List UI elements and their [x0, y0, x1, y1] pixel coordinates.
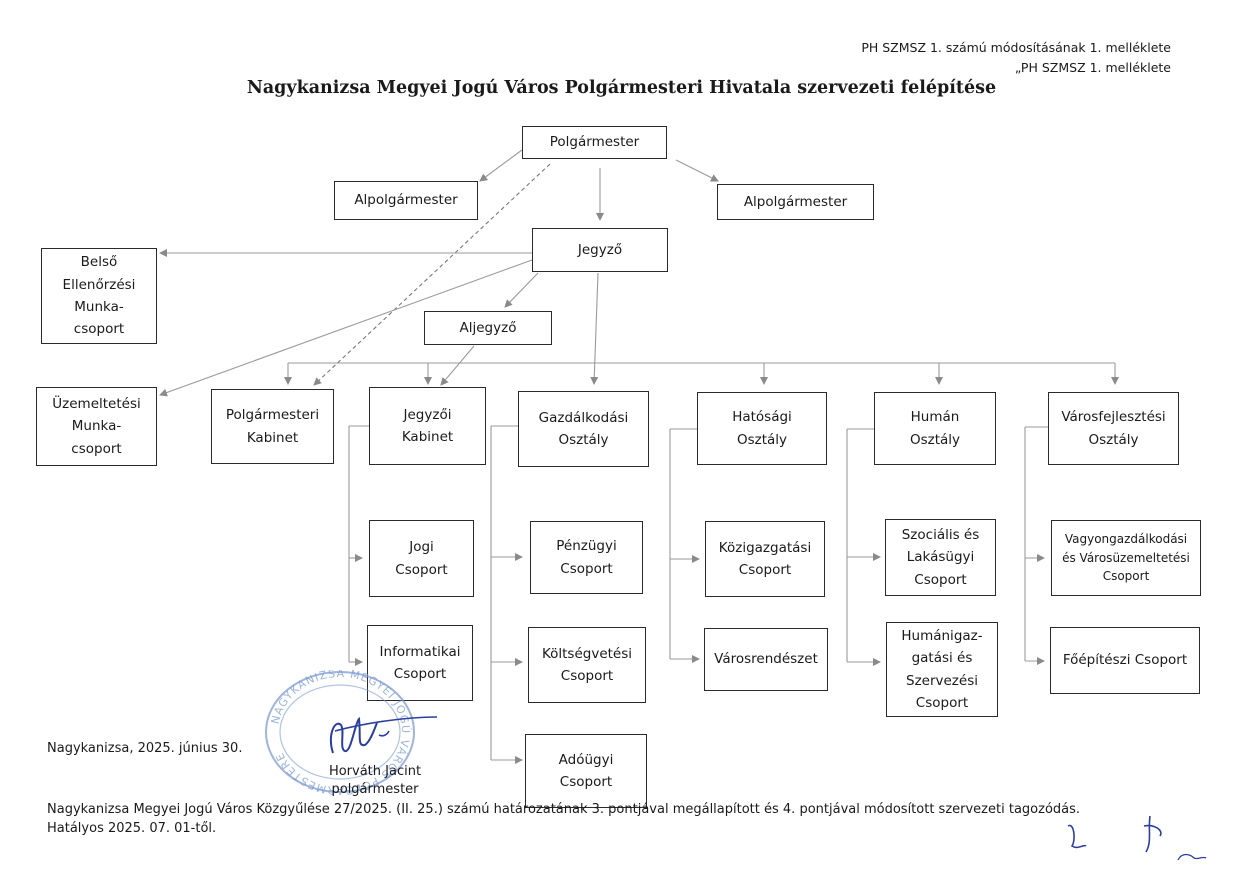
place-date: Nagykanizsa, 2025. június 30. — [47, 741, 243, 756]
box-szocialis-csoport: Szociális és Lakásügyi Csoport — [885, 519, 996, 596]
box-alpolgarmester-right: Alpolgármester — [717, 184, 874, 220]
annex-subreference: „PH SZMSZ 1. melléklete — [1014, 60, 1171, 75]
box-jogi-csoport: Jogi Csoport — [369, 520, 474, 597]
resolution-note: Nagykanizsa Megyei Jogú Város Közgyűlése… — [47, 802, 1081, 817]
box-alpolgarmester-left: Alpolgármester — [334, 181, 478, 220]
box-gazdalkodasi-osztaly: Gazdálkodási Osztály — [518, 391, 649, 467]
box-kozigazgatasi-csoport: Közigazgatási Csoport — [705, 521, 825, 597]
box-jegyzo: Jegyző — [532, 228, 668, 272]
effective-date: Hatályos 2025. 07. 01-től. — [47, 821, 217, 836]
initials-signature — [1067, 815, 1207, 861]
signer-block: Horváth Jacint polgármester — [310, 763, 440, 798]
box-adougyi-csoport: Adóügyi Csoport — [525, 734, 647, 808]
annex-reference: PH SZMSZ 1. számú módosításának 1. mellé… — [861, 40, 1171, 55]
box-koltsegvetesi-csoport: Költségvetési Csoport — [528, 627, 646, 703]
box-polgarmesteri-kabinet: Polgármesteri Kabinet — [211, 389, 334, 464]
signature — [329, 716, 438, 754]
box-varosrendeszet: Városrendészet — [704, 628, 828, 691]
box-jegyzoi-kabinet: Jegyzői Kabinet — [369, 387, 486, 465]
box-human-osztaly: Humán Osztály — [874, 392, 996, 465]
page-title: Nagykanizsa Megyei Jogú Város Polgármest… — [246, 78, 997, 98]
box-varosfejlesztesi-osztaly: Városfejlesztési Osztály — [1048, 392, 1179, 465]
box-humanigazgatasi-csoport: Humánigaz- gatási és Szervezési Csoport — [886, 622, 998, 717]
box-uzemeltetesi: Üzemeltetési Munka- csoport — [36, 387, 157, 466]
box-belso-ellenorzesi: Belső Ellenőrzési Munka- csoport — [41, 248, 157, 344]
signer-title: polgármester — [331, 781, 419, 797]
box-foepiteszi-csoport: Főépítészi Csoport — [1050, 627, 1200, 694]
box-informatikai-csoport: Informatikai Csoport — [367, 625, 473, 701]
box-polgarmester: Polgármester — [522, 126, 667, 159]
box-vagyongazdalkodasi-csoport: Vagyongazdálkodási és Városüzemeltetési … — [1051, 520, 1201, 596]
box-aljegyzo: Aljegyző — [424, 311, 552, 345]
signer-name: Horváth Jacint — [328, 764, 422, 779]
box-penzugyi-csoport: Pénzügyi Csoport — [530, 521, 643, 594]
box-hatosagi-osztaly: Hatósági Osztály — [697, 392, 827, 465]
